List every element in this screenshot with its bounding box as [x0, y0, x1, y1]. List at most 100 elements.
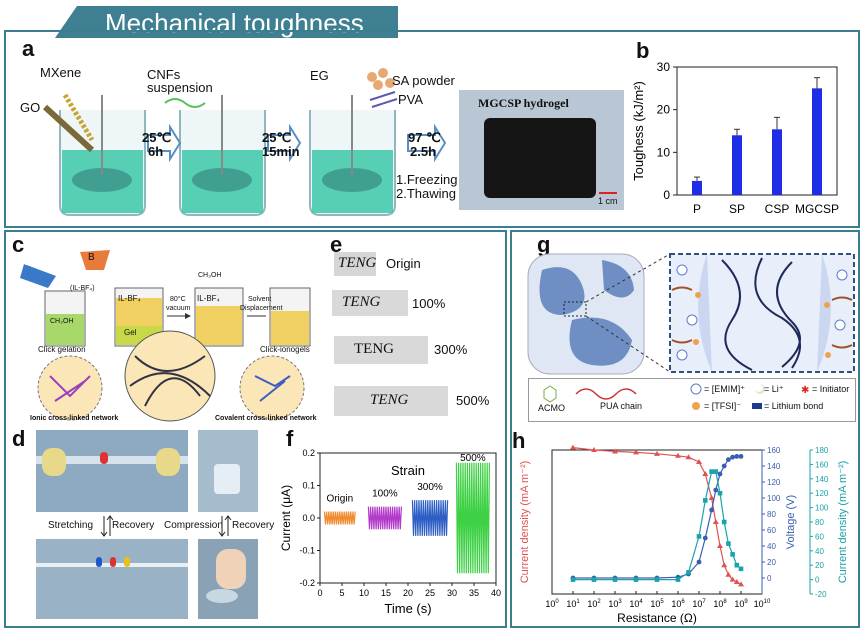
label-eg: EG [310, 68, 329, 83]
y-mid-tick-label: 40 [767, 542, 776, 551]
panel-h-label: h [512, 428, 526, 453]
data-point [696, 459, 702, 464]
panel-f-label: f [286, 426, 294, 451]
series-label: Origin [326, 494, 353, 505]
data-point [612, 448, 618, 454]
arrow-1 [147, 123, 182, 163]
data-point [717, 543, 723, 548]
y-tick-label: 0 [663, 188, 670, 202]
legend-li: = Li⁺ [764, 384, 784, 394]
scale-label: 1 cm [598, 196, 618, 206]
x-tick-label: 30 [447, 588, 457, 598]
recovery2-label: Recovery [232, 520, 275, 531]
y-right-tick-label: 40 [815, 547, 824, 556]
banner-title: Mechanical toughness [105, 8, 364, 38]
panel-cdef [4, 230, 507, 628]
data-point [591, 577, 597, 582]
x-tick-label: 108 [713, 599, 727, 609]
x-tick-label: 15 [381, 588, 391, 598]
data-point [675, 452, 681, 458]
series-label: 500% [460, 453, 486, 464]
data-point [654, 577, 660, 582]
flask-a [20, 264, 56, 288]
label-cnfs: CNFs suspension [147, 67, 213, 95]
panel-c-label: c [12, 232, 25, 257]
legend-initiator: = Initiator [812, 384, 850, 394]
x-axis-label: Resistance (Ω) [617, 611, 697, 625]
compress-label: Compression [164, 520, 223, 531]
label-go: GO [20, 100, 41, 115]
svg-text:✱: ✱ [801, 385, 809, 396]
y-left-label: Current density (mA m⁻²) [519, 461, 531, 584]
stretch-label: Stretching [48, 520, 94, 531]
x-tick-label: 101 [566, 599, 580, 609]
beaker-1 [42, 93, 146, 216]
step1-time: 6h [148, 144, 164, 159]
bar [772, 129, 782, 195]
x-tick-label: 1010 [754, 599, 771, 609]
il-beaker2: IL-BF₄ [197, 294, 220, 303]
y-mid-tick-label: 100 [767, 494, 781, 503]
solvent-2: Displacement [240, 305, 283, 312]
y-mid-tick-label: 0 [767, 574, 772, 583]
step3-temp: 97 ℃ [408, 130, 441, 145]
teng-text-300: TENG [354, 341, 394, 357]
teng-photo-100 [332, 290, 408, 316]
data-point [696, 559, 702, 565]
beaker-2 [164, 95, 266, 216]
y-right-tick-label: 160 [815, 460, 829, 469]
teng-photo-300 [334, 336, 428, 364]
y-tick-label: 0.1 [302, 481, 315, 491]
data-point [721, 463, 727, 469]
data-point [570, 444, 576, 450]
il-beaker1: IL-BF₄ [118, 294, 141, 303]
y-right-tick-label: 20 [815, 561, 824, 570]
data-point [591, 447, 597, 452]
panel-b-label: b [636, 38, 650, 63]
y-tick-label: 30 [657, 60, 671, 74]
y-axis-label: Current (μA) [279, 485, 293, 551]
y-axis-label: Toughess (kJ/m²) [631, 81, 646, 181]
data-point [738, 581, 744, 587]
y-right-tick-label: 180 [815, 446, 829, 455]
y-right-tick-label: -20 [815, 590, 827, 599]
x-tick-label: 106 [671, 599, 685, 609]
series-line [367, 506, 402, 530]
label-sa: SA powder [392, 73, 455, 88]
series-line [323, 511, 356, 525]
x-axis-label: Time (s) [384, 601, 431, 616]
panel-c-schematic [20, 250, 311, 422]
arrow-2 [267, 123, 302, 163]
data-point [612, 577, 618, 582]
recovery1-label: Recovery [112, 520, 155, 531]
data-point [709, 469, 714, 474]
x-tick-label: 105 [650, 599, 664, 609]
click-ionogels: Click-ionogels [260, 345, 310, 354]
y-right-label: Current density (mA m⁻²) [837, 461, 849, 584]
cond-temp: 80°C [170, 296, 186, 303]
y-mid-tick-label: 80 [767, 510, 776, 519]
teng-photo-origin [334, 252, 376, 276]
teng-text-origin: TENG [338, 255, 377, 271]
data-point [738, 566, 744, 572]
data-point [685, 454, 692, 460]
panel-g-schematic [527, 253, 855, 375]
hydrogel-photo [459, 90, 624, 210]
legend-emim: = [EMIM]⁺ [704, 384, 746, 394]
y-tick-label: 0.0 [302, 513, 315, 523]
photo-stretch-top [36, 430, 188, 512]
y-tick-label: 10 [657, 145, 671, 159]
data-point [703, 498, 708, 503]
data-point [702, 535, 708, 541]
step-thaw: 2.Thawing [396, 186, 456, 201]
data-point [730, 454, 735, 460]
panel-a-schematic [42, 68, 447, 216]
x-tick-label: 102 [587, 599, 601, 609]
x-tick-label: 107 [692, 599, 706, 609]
legend-pua: PUA chain [600, 401, 643, 411]
strain-origin: Origin [386, 256, 421, 271]
data-point [730, 552, 735, 557]
gel-label: Gel [124, 328, 137, 337]
plot-frame [551, 449, 763, 595]
data-point [654, 450, 660, 456]
